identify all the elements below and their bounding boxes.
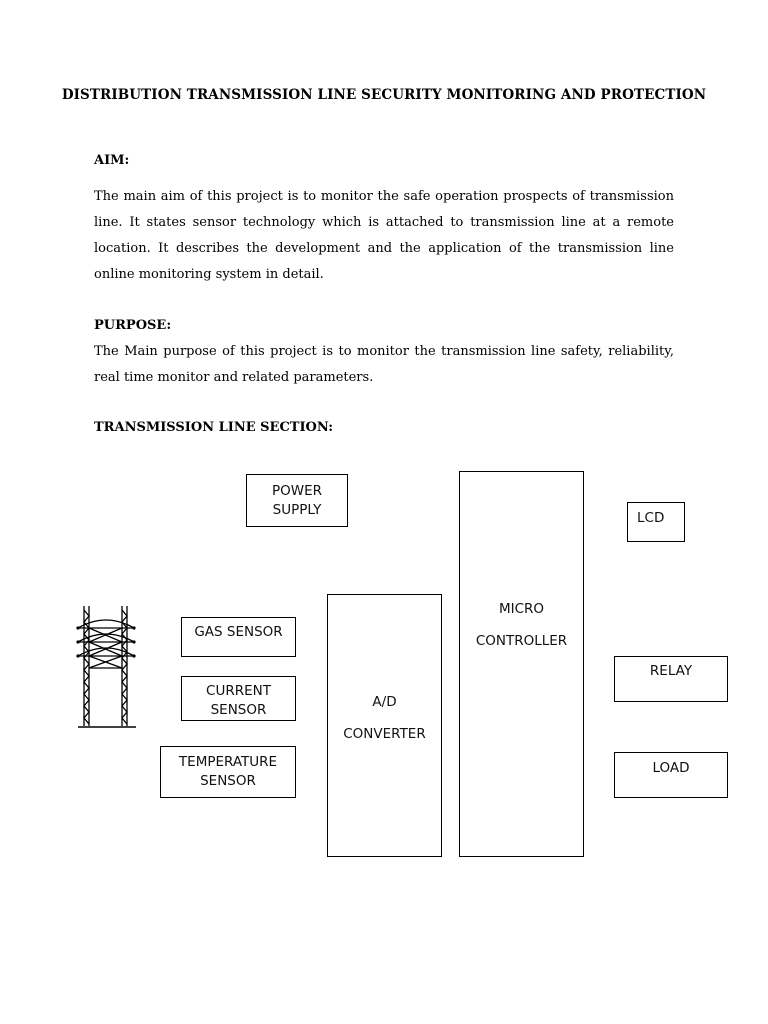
micro-controller-box: MICRO CONTROLLER — [459, 471, 584, 857]
micro-controller-label-line2: CONTROLLER — [475, 633, 568, 649]
micro-controller-label-line1: MICRO — [498, 601, 545, 617]
current-sensor-box: CURRENT SENSOR — [181, 676, 296, 721]
lcd-label: LCD — [637, 510, 665, 526]
temperature-sensor-label-line1: TEMPERATURE — [178, 754, 278, 770]
relay-box: RELAY — [614, 656, 728, 702]
temperature-sensor-label-line2: SENSOR — [200, 773, 256, 789]
purpose-heading: PURPOSE: — [94, 318, 172, 333]
relay-label: RELAY — [649, 663, 693, 679]
gas-sensor-box: GAS SENSOR — [181, 617, 296, 657]
power-supply-label-line2: SUPPLY — [272, 502, 322, 518]
ad-converter-label-line1: A/D — [372, 694, 397, 710]
ad-converter-box: A/D CONVERTER — [327, 594, 442, 857]
purpose-paragraph: The Main purpose of this project is to m… — [94, 344, 674, 385]
load-box: LOAD — [614, 752, 728, 798]
temperature-sensor-box: TEMPERATURE SENSOR — [160, 746, 296, 798]
power-supply-label-line1: POWER — [271, 483, 323, 499]
current-sensor-label-line2: SENSOR — [210, 702, 267, 718]
document-title: DISTRIBUTION TRANSMISSION LINE SECURITY … — [61, 87, 707, 103]
lcd-box: LCD — [627, 502, 685, 542]
aim-heading: AIM: — [94, 153, 130, 168]
aim-paragraph: The main aim of this project is to monit… — [94, 189, 674, 282]
transmission-tower-icon — [76, 606, 136, 728]
current-sensor-label-line1: CURRENT — [206, 683, 271, 699]
gas-sensor-label: GAS SENSOR — [194, 624, 283, 640]
section-heading: TRANSMISSION LINE SECTION: — [94, 420, 334, 435]
ad-converter-label-line2: CONVERTER — [343, 726, 426, 742]
power-supply-box: POWER SUPPLY — [246, 474, 348, 527]
load-label: LOAD — [652, 760, 690, 776]
